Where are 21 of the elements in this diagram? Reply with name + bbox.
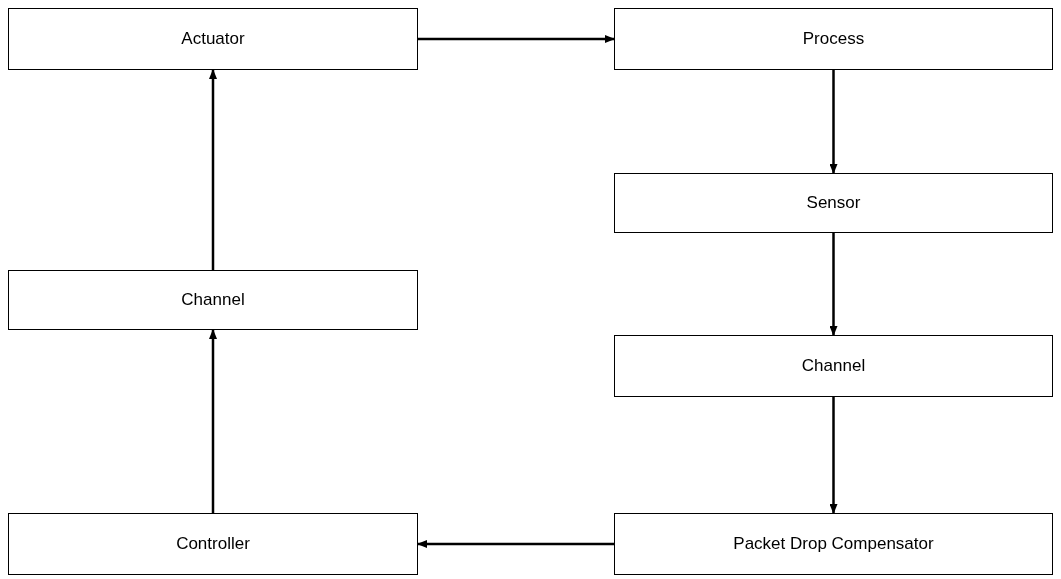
process-box	[614, 513, 1053, 575]
arrow	[829, 397, 838, 514]
arrow	[209, 329, 217, 513]
box-label: Sensor	[806, 192, 861, 215]
arrow	[418, 35, 615, 43]
arrow	[417, 540, 614, 548]
box-label: Channel	[801, 355, 866, 378]
box-label: Actuator	[181, 28, 245, 51]
process-box	[8, 8, 418, 70]
box-label: Process	[802, 28, 865, 51]
process-box	[614, 335, 1053, 397]
box-label: Controller	[176, 533, 250, 556]
box-label: Channel	[181, 289, 245, 312]
process-box	[8, 513, 418, 575]
process-box	[614, 8, 1053, 70]
process-box	[614, 173, 1053, 233]
process-box	[8, 270, 418, 330]
arrow	[209, 69, 217, 270]
arrow	[829, 233, 838, 336]
arrow	[829, 70, 838, 174]
box-label: Packet Drop Compensator	[733, 533, 934, 556]
